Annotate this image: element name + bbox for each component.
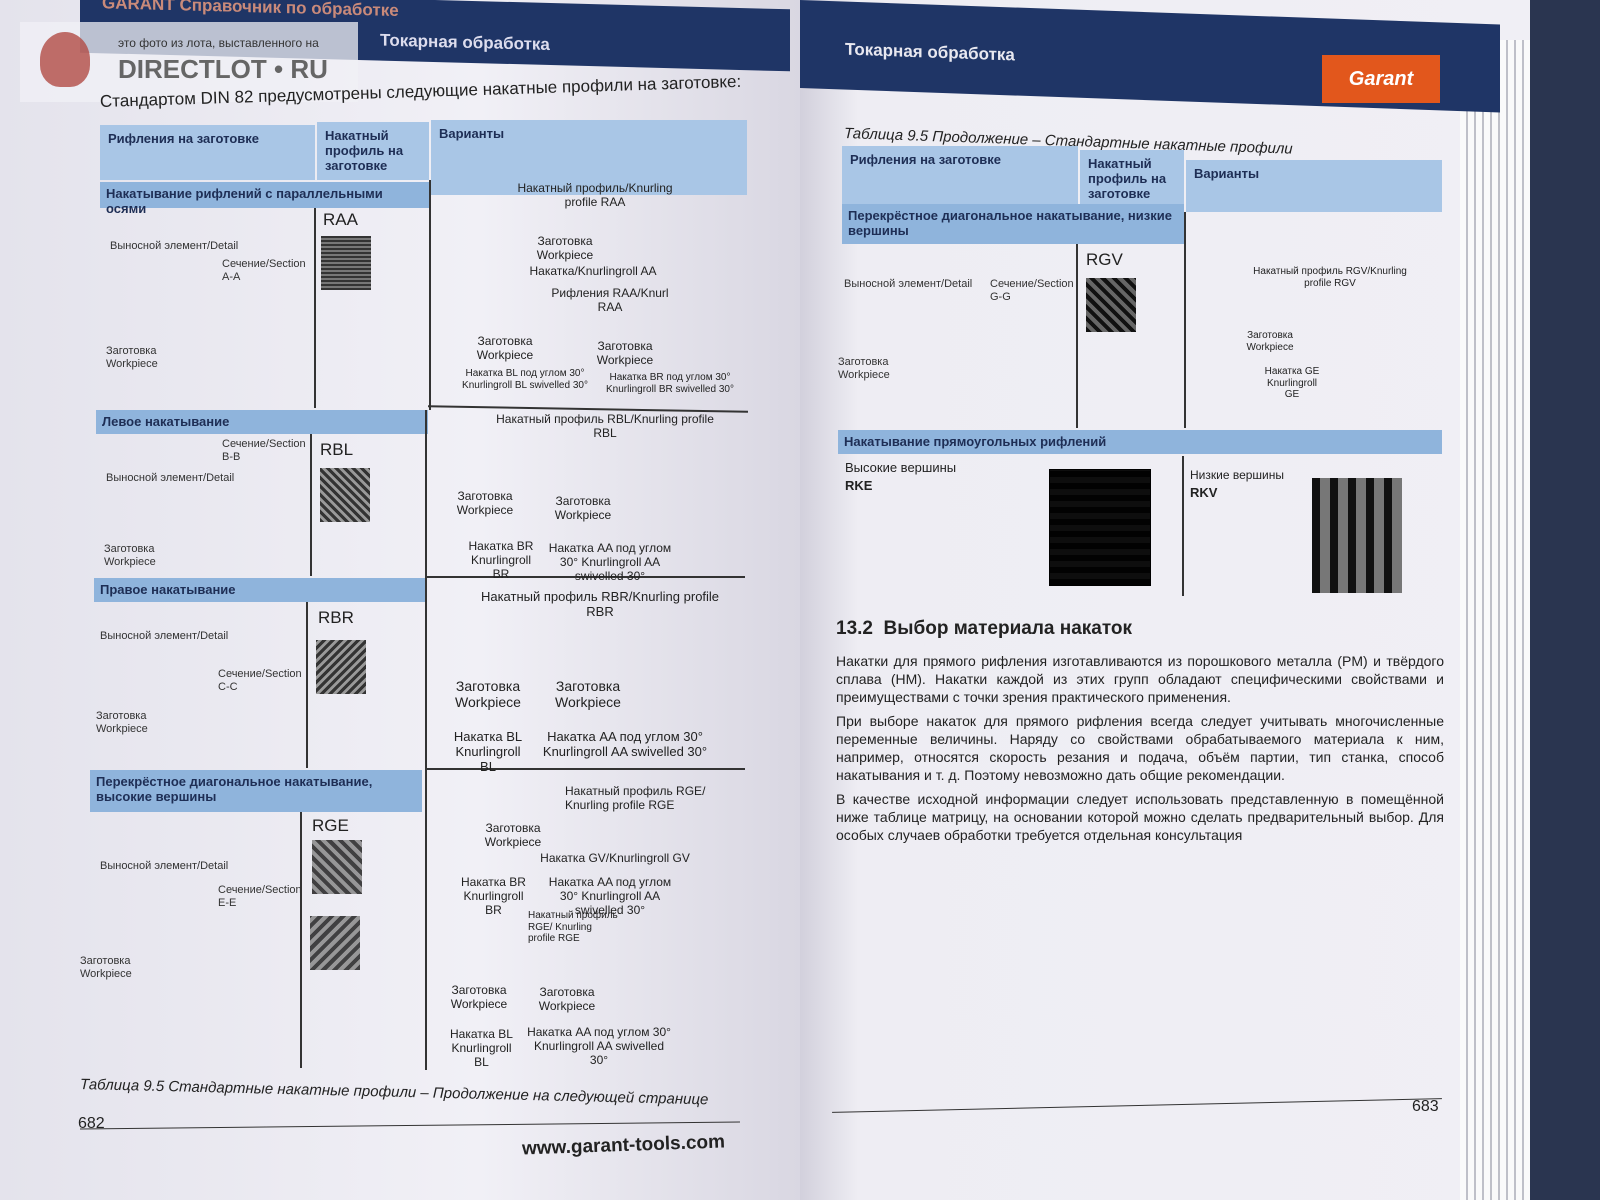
label-detail: Выносной элемент/Detail: [100, 860, 229, 872]
section-cross-high: Перекрёстное диагональное накатывание, в…: [90, 770, 422, 812]
swatch-rgv: [1086, 278, 1136, 332]
label-workpiece: Заготовка Workpiece: [96, 710, 148, 735]
col-header-profile: Накатный профиль на заготовке: [1080, 150, 1184, 204]
squirrel-logo-icon: [40, 32, 90, 87]
variant-label: Накатка GV/Knurlingroll GV: [540, 851, 690, 865]
website-url: www.garant-tools.com: [521, 1131, 726, 1160]
variant-label: Заготовка Workpiece: [455, 678, 521, 711]
label-detail: Выносной элемент/Detail: [110, 240, 239, 252]
variant-label: Накатка BL под углом 30° Knurlingroll BL…: [462, 368, 588, 391]
variant-label: Накатка BR под углом 30° Knurlingroll BR…: [606, 372, 734, 395]
variant-label: Заготовка Workpiece: [456, 489, 514, 517]
label-section: Сечение/Section A-A: [222, 258, 306, 283]
label-detail: Выносной элемент/Detail: [100, 630, 229, 642]
variant-label: Накатка/Knurlingroll AA: [529, 264, 657, 278]
variant-label: Накатка AA под углом 30° Knurlingroll AA…: [548, 875, 672, 917]
label-detail: Выносной элемент/Detail: [844, 278, 973, 290]
paragraph: Накатки для прямого рифления изготавлива…: [836, 653, 1444, 705]
variant-label: Заготовка Workpiece: [555, 678, 621, 711]
variant-label: Заготовка Workpiece: [536, 234, 594, 262]
variant-label: Накатка BL Knurlingroll BL: [450, 1027, 513, 1069]
paragraph: При выборе накаток для прямого рифления …: [836, 713, 1444, 783]
label-workpiece: Заготовка Workpiece: [838, 356, 890, 381]
section-title: Токарная обработка: [380, 30, 550, 55]
profile-code-rbl: RBL: [320, 440, 354, 459]
profile-code-raa: RAA: [323, 210, 358, 229]
section-rectangular: Накатывание прямоугольных рифлений: [838, 430, 1442, 454]
label-section: Сечение/Section E-E: [218, 884, 302, 909]
right-page: Токарная обработка Garant Таблица 9.5 Пр…: [800, 0, 1530, 1200]
section-title: Токарная обработка: [845, 39, 1015, 65]
section-cross-low: Перекрёстное диагональное накатывание, н…: [842, 204, 1184, 244]
swatch-rkv: [1312, 478, 1402, 593]
swatch-rbl: [320, 468, 370, 522]
variant-label: Накатка AA под углом 30° Knurlingroll AA…: [548, 541, 672, 583]
header-title: GARANT Справочник по обработке: [102, 0, 399, 21]
variant-label: Накатка AA под углом 30° Knurlingroll AA…: [542, 729, 708, 759]
page-edges: [1460, 40, 1530, 1200]
page-number: 683: [1412, 1098, 1439, 1115]
variant-label: Накатный профиль RBL/Knurling profile RB…: [496, 412, 714, 440]
swatch-raa: [321, 236, 371, 290]
watermark-brand: DIRECTLOT • RU: [118, 54, 328, 84]
label-section: Сечение/Section G-G: [990, 278, 1074, 303]
variant-label: Накатный профиль RGV/Knurling profile RG…: [1253, 266, 1407, 289]
col-header-variants: Варианты: [1186, 160, 1442, 212]
body-text: Накатки для прямого рифления изготавлива…: [836, 652, 1444, 850]
section-left: Левое накатывание: [96, 410, 428, 434]
heading-text: Выбор материала накаток: [883, 618, 1133, 639]
variant-label: Заготовка Workpiece: [554, 494, 612, 522]
heading-number: 13.2: [836, 618, 873, 639]
profile-code-rkv: RKV: [1190, 485, 1218, 500]
variant-label: Заготовка Workpiece: [1246, 330, 1294, 353]
profile-code-rbr: RBR: [318, 608, 354, 627]
variant-label: Накатка BR Knurlingroll BR: [461, 875, 526, 917]
label-workpiece: Заготовка Workpiece: [80, 955, 132, 980]
swatch-rge-2: [310, 916, 360, 970]
col-header-variants: Варианты: [431, 120, 747, 195]
swatch-rbr: [316, 640, 366, 694]
table-caption: Таблица 9.5 Стандартные накатные профили…: [79, 1076, 709, 1109]
label-high-peaks: Высокие вершины: [845, 460, 957, 475]
section-parallel: Накатывание рифлений с параллельными ося…: [100, 182, 430, 216]
swatch-rge-1: [312, 840, 362, 894]
col-header-knurl: Рифления на заготовке: [100, 125, 315, 180]
variant-label: Рифления RAA/Knurl RAA: [551, 286, 669, 314]
profile-code-rge: RGE: [312, 816, 349, 835]
watermark: это фото из лота, выставленного на DIREC…: [20, 22, 358, 102]
paragraph: В качестве исходной информации следует и…: [836, 791, 1444, 843]
label-detail: Выносной элемент/Detail: [106, 472, 235, 484]
label-low-peaks: Низкие вершины: [1190, 468, 1285, 482]
variant-label: Накатка BL Knurlingroll BL: [453, 729, 523, 774]
profile-code-rgv: RGV: [1086, 250, 1123, 269]
label-section: Сечение/Section C-C: [218, 668, 302, 693]
variant-label: Накатка GE Knurlingroll GE: [1264, 366, 1320, 400]
page-number: 682: [78, 1115, 105, 1132]
variant-label: Заготовка Workpiece: [450, 983, 508, 1011]
variant-label: Заготовка Workpiece: [476, 334, 534, 362]
variant-label: Накатный профиль RGE/ Knurling profile R…: [565, 784, 706, 812]
variant-label: Заготовка Workpiece: [596, 339, 654, 367]
garant-logo: Garant: [1322, 55, 1440, 103]
section-heading: 13.2 Выбор материала накаток: [836, 618, 1132, 640]
label-workpiece: Заготовка Workpiece: [104, 543, 156, 568]
swatch-rke: [1049, 469, 1151, 586]
watermark-caption: это фото из лота, выставленного на: [118, 36, 319, 50]
col-header-profile: Накатный профиль на заготовке: [317, 122, 429, 180]
variant-label: Заготовка Workpiece: [538, 985, 596, 1013]
section-right: Правое накатывание: [94, 578, 426, 602]
variant-label: Накатный профиль/Knurling profile RAA: [517, 181, 673, 209]
variant-label: Накатный профиль RGE/ Knurling profile R…: [528, 910, 618, 944]
variant-label: Накатный профиль RBR/Knurling profile RB…: [480, 589, 720, 619]
variant-label: Накатка BR Knurlingroll BR: [468, 539, 534, 581]
variant-label: Заготовка Workpiece: [484, 821, 542, 849]
variant-label: Накатка AA под углом 30° Knurlingroll AA…: [527, 1025, 671, 1067]
left-page: GARANT Справочник по обработке Токарная …: [0, 0, 800, 1200]
label-workpiece: Заготовка Workpiece: [106, 345, 158, 370]
col-header-knurl: Рифления на заготовке: [842, 146, 1078, 204]
profile-code-rke: RKE: [845, 478, 873, 493]
label-section: Сечение/Section B-B: [222, 438, 306, 463]
